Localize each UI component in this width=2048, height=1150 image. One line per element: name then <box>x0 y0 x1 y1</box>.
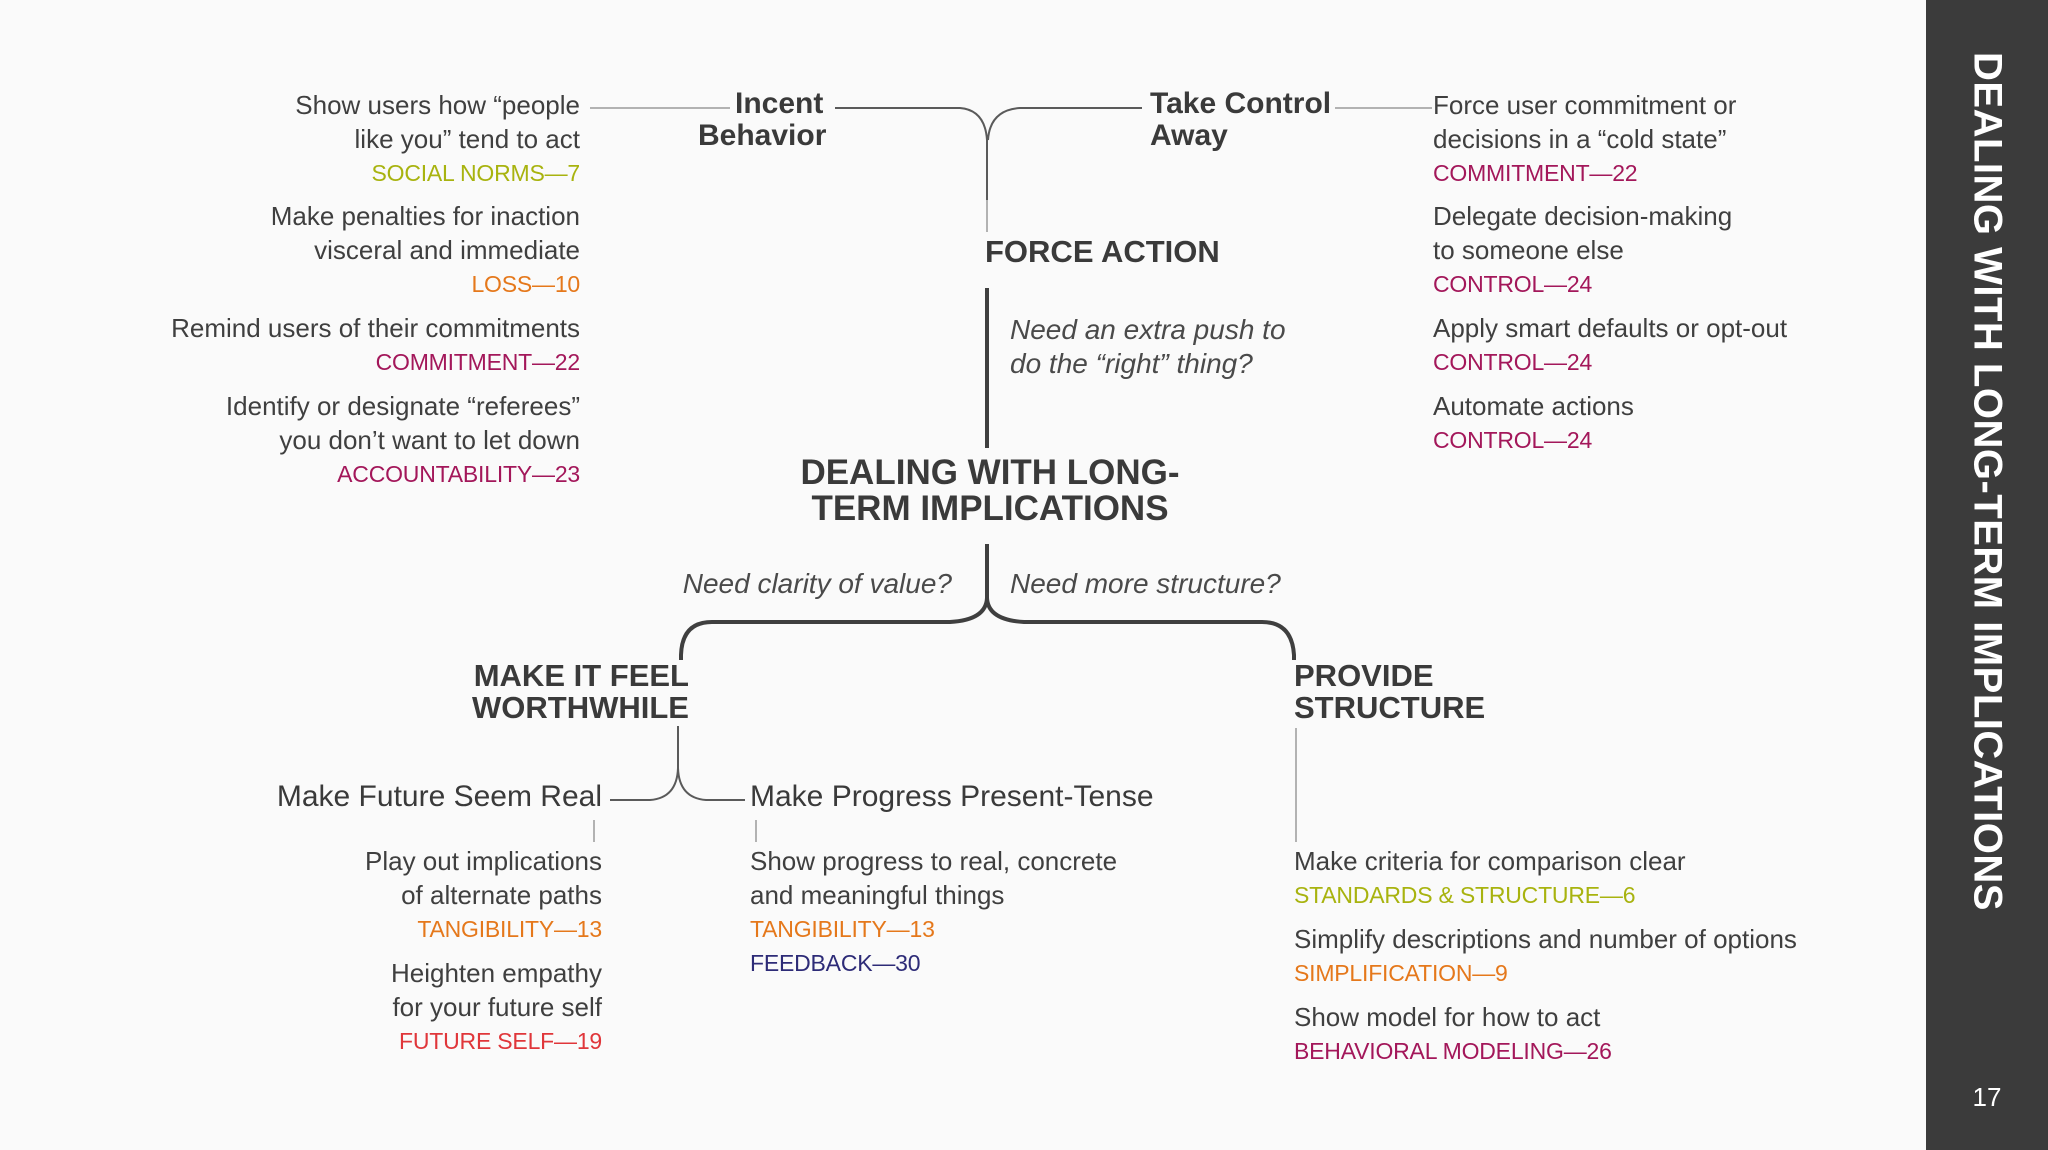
question-structure: Need more structure? <box>1010 568 1281 599</box>
take-control-item-4: Automate actions CONTROL—24 <box>1433 389 1634 457</box>
worthwhile-split-left <box>610 767 679 801</box>
ref-label: COMMITMENT—22 <box>375 349 581 375</box>
question-clarity: Need clarity of value? <box>682 568 952 599</box>
ref-label: TANGIBILITY—13 <box>750 916 935 942</box>
ref-label: SOCIAL NORMS—7 <box>371 160 580 186</box>
ref-label: ACCOUNTABILITY—23 <box>337 461 580 487</box>
ref-label: FEEDBACK—30 <box>750 950 921 976</box>
top-fork-right <box>987 107 1142 141</box>
future-label: Make Future Seem Real <box>276 780 602 813</box>
ref-label: CONTROL—24 <box>1433 271 1593 297</box>
sidebar-title: DEALING WITH LONG-TERM IMPLICATIONS <box>1965 52 2010 911</box>
top-fork-left <box>835 107 988 200</box>
incent-behavior-label: Incent Behavior <box>698 87 827 152</box>
progress-item: Show progress to real, concrete and mean… <box>750 844 1117 980</box>
take-control-item-3: Apply smart defaults or opt-out CONTROL—… <box>1433 311 1787 379</box>
progress-label: Make Progress Present-Tense <box>750 780 1154 813</box>
force-action-question: Need an extra push to do the “right” thi… <box>1010 314 1286 379</box>
structure-item-3: Show model for how to act BEHAVIORAL MOD… <box>1294 1000 1612 1068</box>
structure-heading: PROVIDE STRUCTURE <box>1294 658 1486 725</box>
future-item-2: Heighten empathy for your future self FU… <box>391 956 602 1058</box>
take-control-item-1: Force user commitment or decisions in a … <box>1433 88 1736 190</box>
worthwhile-heading: MAKE IT FEEL WORTHWHILE <box>472 658 689 725</box>
incent-item-3: Remind users of their commitments COMMIT… <box>171 311 580 379</box>
ref-label: TANGIBILITY—13 <box>417 916 602 942</box>
sidebar: DEALING WITH LONG-TERM IMPLICATIONS 17 <box>1926 0 2048 1150</box>
incent-item-1: Show users how “people like you” tend to… <box>295 88 580 190</box>
bottom-fork-right <box>985 597 1296 660</box>
worthwhile-split-right <box>677 767 745 801</box>
incent-item-2: Make penalties for inaction visceral and… <box>271 199 580 301</box>
center-title: DEALING WITH LONG- TERM IMPLICATIONS <box>800 453 1180 528</box>
ref-label: CONTROL—24 <box>1433 349 1593 375</box>
future-item-1: Play out implications of alternate paths… <box>365 844 602 946</box>
take-control-label: Take Control Away <box>1150 87 1332 152</box>
force-action-heading: FORCE ACTION <box>985 234 1220 269</box>
structure-item-1: Make criteria for comparison clear STAND… <box>1294 844 1686 912</box>
take-control-item-2: Delegate decision-making to someone else… <box>1433 199 1732 301</box>
ref-label: SIMPLIFICATION—9 <box>1294 960 1508 986</box>
incent-item-4: Identify or designate “referees” you don… <box>226 389 580 491</box>
page-number: 17 <box>1972 1082 2002 1112</box>
ref-label: LOSS—10 <box>471 271 580 297</box>
ref-label: COMMITMENT—22 <box>1433 160 1638 186</box>
bottom-fork-left <box>679 597 989 660</box>
ref-label: FUTURE SELF—19 <box>399 1028 602 1054</box>
ref-label: CONTROL—24 <box>1433 427 1593 453</box>
ref-label: STANDARDS & STRUCTURE—6 <box>1294 882 1636 908</box>
ref-label: BEHAVIORAL MODELING—26 <box>1294 1038 1612 1064</box>
structure-item-2: Simplify descriptions and number of opti… <box>1294 922 1797 990</box>
